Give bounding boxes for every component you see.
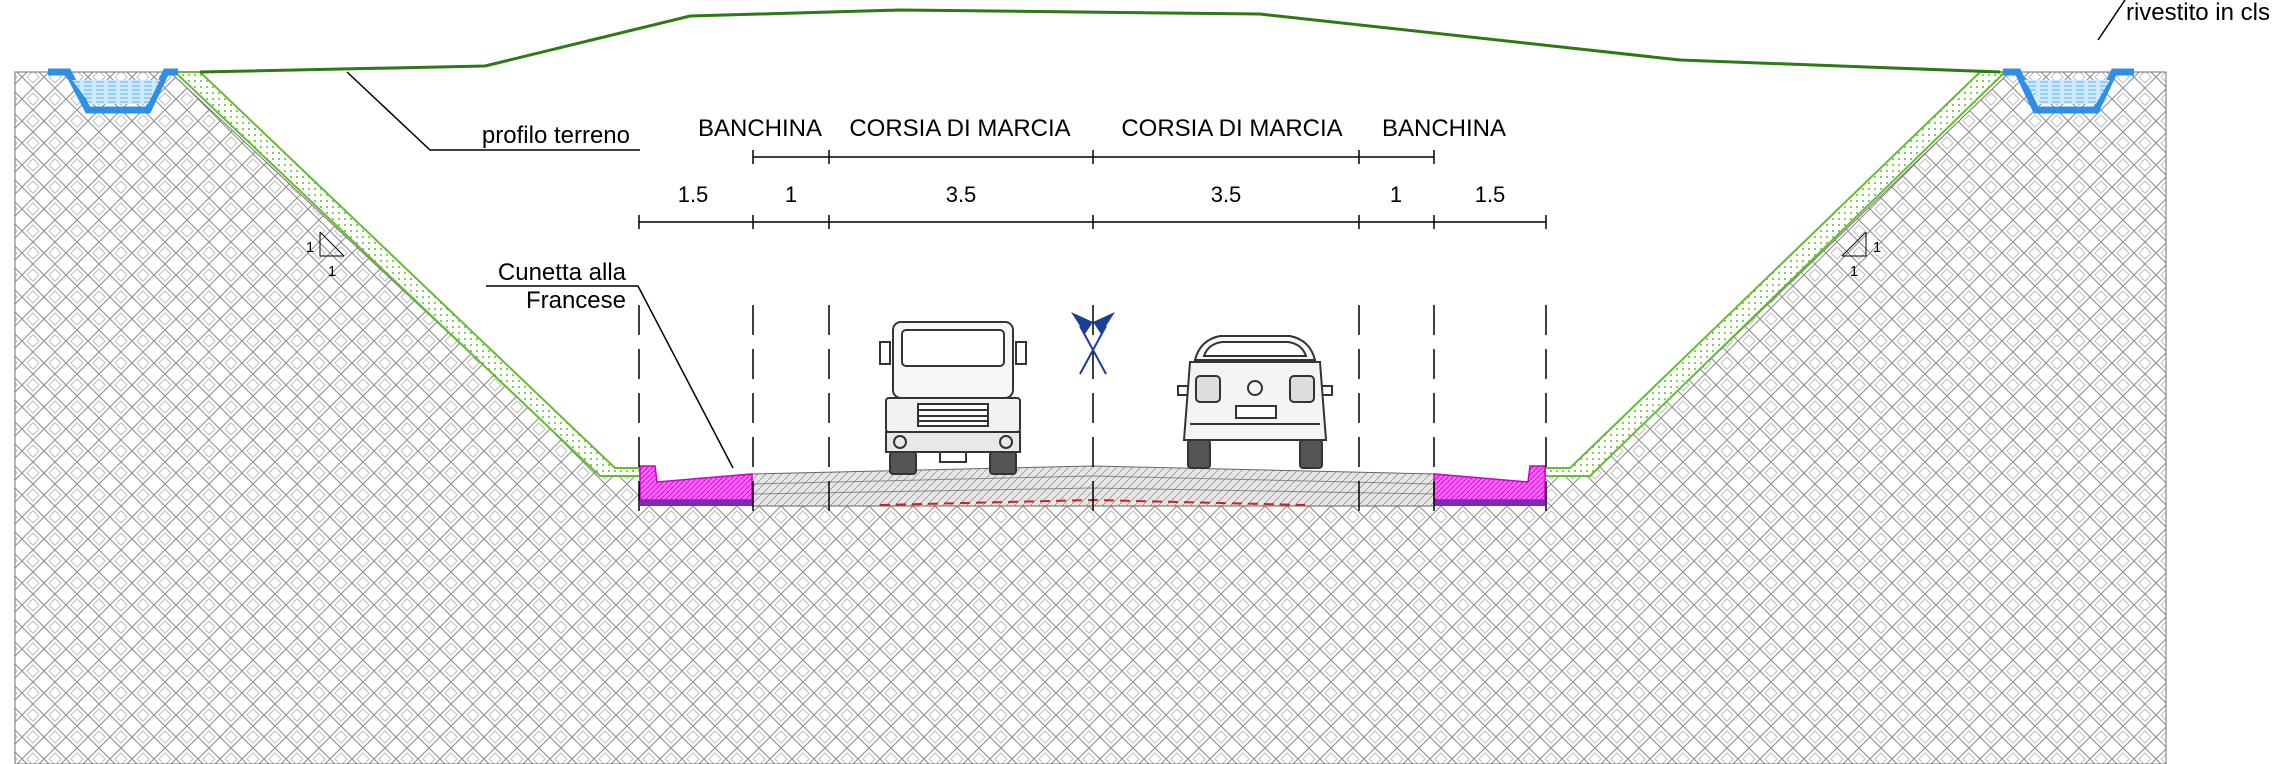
gutter-label-line2: Francese [526, 287, 626, 314]
car-rear-icon [1177, 335, 1333, 469]
svg-text:1: 1 [1850, 263, 1858, 280]
ground-section [14, 71, 2167, 764]
svg-text:1: 1 [328, 263, 336, 280]
gutter-label-leader [486, 285, 734, 469]
truck-front-icon [879, 321, 1027, 475]
width-right-margin: 1 [1390, 182, 1402, 207]
width-left-margin: 1 [785, 182, 797, 207]
svg-text:1: 1 [1873, 239, 1881, 256]
gutter-label-line1: Cunetta alla [498, 259, 627, 286]
left-french-gutter [639, 465, 753, 506]
right-french-gutter [1433, 465, 1546, 506]
section-name-right-lane: CORSIA DI MARCIA [1121, 115, 1342, 142]
svg-text:1: 1 [306, 239, 314, 256]
section-name-right-shoulder: BANCHINA [1382, 115, 1506, 142]
width-dimension-line [638, 215, 1547, 229]
section-boundary-lines [638, 305, 1547, 525]
ditch-label-leader [2097, 0, 2126, 41]
terrain-profile-label: profilo terreno [482, 122, 630, 149]
right-slope-indicator: 1 1 [1841, 231, 1881, 280]
left-slope-indicator: 1 1 [306, 231, 345, 280]
width-left-lane: 3.5 [946, 182, 977, 207]
terrain-label-leader [346, 71, 640, 151]
width-left-shoulder: 1.5 [678, 182, 709, 207]
section-name-left-shoulder: BANCHINA [698, 115, 822, 142]
width-right-shoulder: 1.5 [1475, 182, 1506, 207]
section-name-left-lane: CORSIA DI MARCIA [849, 115, 1070, 142]
lined-ditch-label: rivestito in cls [2126, 0, 2270, 26]
road-axis-icon [1071, 312, 1115, 375]
terrain-profile-line [199, 8, 2001, 74]
left-ditch [48, 68, 178, 114]
width-right-lane: 3.5 [1211, 182, 1242, 207]
right-ditch [2003, 68, 2134, 114]
section-name-dimension-line [752, 150, 1435, 164]
